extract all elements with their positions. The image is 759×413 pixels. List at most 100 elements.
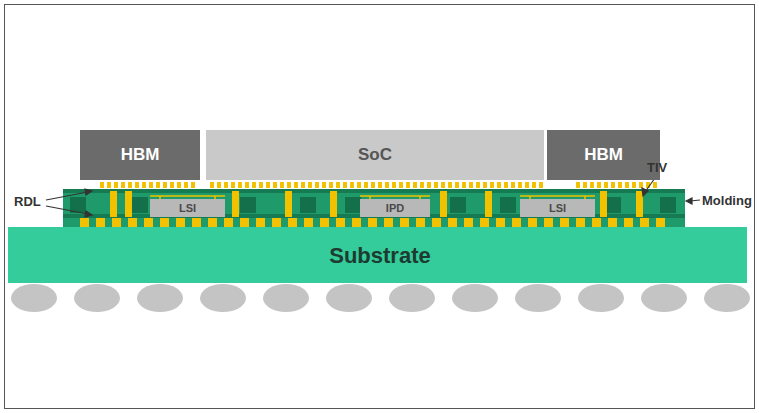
- shape: [399, 182, 403, 188]
- lsi-bridge: LSI: [150, 199, 225, 217]
- shape: [480, 218, 489, 227]
- node-text: HBM: [121, 145, 160, 165]
- shape: [107, 182, 111, 188]
- shape: [273, 182, 277, 188]
- solder-balls: [11, 284, 750, 312]
- shape: [392, 182, 396, 188]
- shape: [192, 218, 201, 227]
- solder-ball: [641, 284, 687, 312]
- shape: [184, 182, 188, 188]
- shape: [308, 182, 312, 188]
- leader-lines: [46, 178, 700, 217]
- shape: [343, 182, 347, 188]
- shape: [590, 182, 594, 188]
- solder-ball: [137, 284, 183, 312]
- shape: [597, 182, 601, 188]
- shape: [406, 182, 410, 188]
- solder-ball: [704, 284, 750, 312]
- hbm-die: HBM: [547, 130, 660, 180]
- shape: [128, 218, 137, 227]
- shape: [528, 218, 537, 227]
- solder-ball: [326, 284, 372, 312]
- shape: [160, 218, 169, 227]
- shape: [345, 197, 361, 213]
- shape: [156, 182, 160, 188]
- shape: [142, 182, 146, 188]
- shape: [544, 218, 553, 227]
- substrate-label: Substrate: [250, 240, 510, 272]
- shape: [604, 182, 608, 188]
- shape: [259, 182, 263, 188]
- shape: [132, 197, 148, 213]
- shape: [371, 182, 375, 188]
- shape: [469, 182, 473, 188]
- shape: [512, 218, 521, 227]
- shape: [144, 218, 153, 227]
- shape: [210, 182, 214, 188]
- shape: [240, 218, 249, 227]
- shape: [611, 182, 615, 188]
- substrate-body: [8, 227, 747, 283]
- shape: [624, 218, 633, 227]
- shape: [368, 218, 377, 227]
- shape: [245, 182, 249, 188]
- shape: [322, 182, 326, 188]
- shape: [287, 182, 291, 188]
- shape: [301, 182, 305, 188]
- shape: [252, 182, 256, 188]
- shape: [625, 182, 629, 188]
- shape: [420, 182, 424, 188]
- shape: [149, 182, 153, 188]
- shape: [288, 218, 297, 227]
- solder-ball: [452, 284, 498, 312]
- shape: [336, 182, 340, 188]
- shape: [266, 182, 270, 188]
- shape: [176, 218, 185, 227]
- shape: [238, 182, 242, 188]
- shape: [285, 191, 292, 217]
- shape: [504, 182, 508, 188]
- shape: [485, 191, 492, 217]
- shape: [400, 218, 409, 227]
- shape: [608, 218, 617, 227]
- shape: [511, 182, 515, 188]
- shape: [576, 218, 585, 227]
- solder-ball: [200, 284, 246, 312]
- shape: [434, 182, 438, 188]
- shape: [191, 182, 195, 188]
- solder-ball: [515, 284, 561, 312]
- shape: [135, 182, 139, 188]
- shape: [294, 182, 298, 188]
- shape: [448, 218, 457, 227]
- shape: [336, 218, 345, 227]
- shape: [496, 218, 505, 227]
- shape: [464, 218, 473, 227]
- shape: [660, 197, 676, 213]
- shape: [384, 218, 393, 227]
- shape: [539, 182, 543, 188]
- shape: [128, 182, 132, 188]
- shape: [80, 218, 89, 227]
- ipd-component: IPD: [360, 199, 430, 217]
- shape: [639, 182, 643, 188]
- shape: [600, 191, 607, 217]
- shape: [280, 182, 284, 188]
- shape: [440, 191, 447, 217]
- shape: [432, 218, 441, 227]
- shape: [476, 182, 480, 188]
- shape: [300, 197, 316, 213]
- shape: [240, 197, 256, 213]
- shape: [232, 191, 239, 217]
- part-label: Molding: [702, 193, 752, 208]
- shape: [231, 182, 235, 188]
- shape: [352, 218, 361, 227]
- shape: [656, 218, 665, 227]
- shape: [462, 182, 466, 188]
- frame: [5, 5, 755, 409]
- soc-die: SoC: [206, 130, 544, 180]
- shape: [640, 218, 649, 227]
- shape: [450, 197, 466, 213]
- shape: [256, 218, 265, 227]
- node-text: IPD: [386, 202, 404, 214]
- shape: [525, 182, 529, 188]
